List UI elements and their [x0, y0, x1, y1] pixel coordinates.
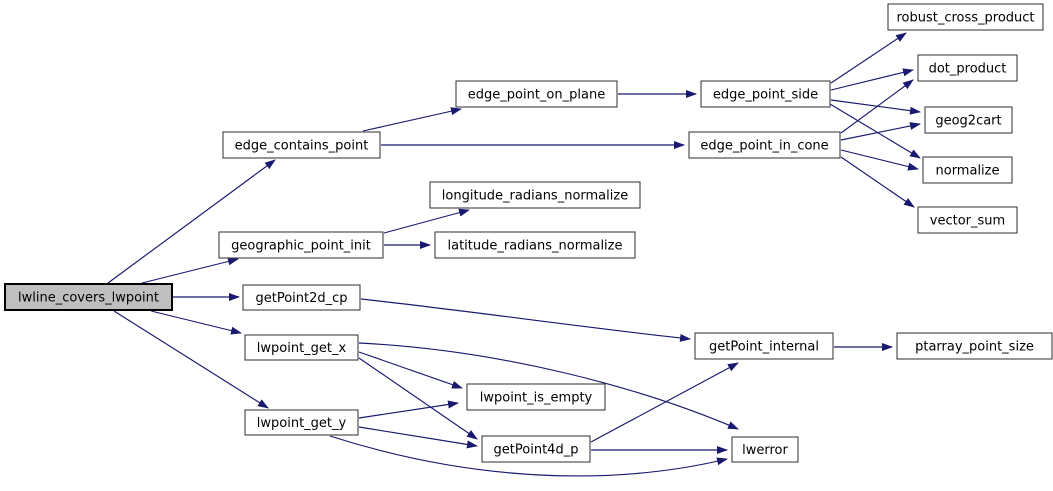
node-label: edge_point_on_plane [468, 88, 605, 103]
node-normalize[interactable]: normalize [922, 156, 1013, 184]
node-getPoint2d_cp[interactable]: getPoint2d_cp [242, 284, 361, 311]
node-box[interactable] [218, 231, 384, 259]
edge-edge_point_side-to-robust_cross_product [830, 32, 907, 84]
node-label: lwline_covers_lwpoint [18, 291, 159, 306]
edge-lwline_covers_lwpoint-to-edge_contains_point [107, 159, 276, 284]
node-dot_product[interactable]: dot_product [917, 54, 1018, 82]
node-box[interactable] [688, 131, 841, 159]
node-label: edge_point_side [713, 88, 818, 103]
node-box[interactable] [896, 332, 1053, 360]
node-latitude_radians_normalize[interactable]: latitude_radians_normalize [434, 231, 636, 259]
node-lwpoint_is_empty[interactable]: lwpoint_is_empty [466, 383, 606, 411]
edge-edge_point_in_cone-to-vector_sum [840, 156, 915, 208]
edge-lwline_covers_lwpoint-to-lwpoint_get_y [113, 310, 269, 409]
node-label: longitude_radians_normalize [442, 189, 628, 204]
node-label: getPoint2d_cp [255, 291, 347, 306]
node-box[interactable] [731, 436, 799, 463]
node-ptarray_point_size[interactable]: ptarray_point_size [896, 332, 1053, 360]
edge-lwpoint_get_x-to-lwerror [358, 342, 739, 430]
node-label: vector_sum [930, 214, 1005, 229]
node-label: lwpoint_get_x [257, 341, 347, 356]
edge-lwpoint_get_y-to-lwpoint_is_empty [358, 400, 459, 419]
edge-lwpoint_get_y-to-lwerror [329, 435, 728, 477]
node-geog2cart[interactable]: geog2cart [924, 106, 1013, 134]
node-label: dot_product [929, 62, 1007, 77]
edge-edge_point_side-to-normalize [829, 103, 921, 159]
node-box[interactable] [922, 156, 1013, 184]
node-label: geographic_point_init [231, 239, 371, 254]
node-box[interactable] [242, 284, 361, 311]
edge-lwpoint_get_x-to-lwpoint_is_empty [358, 351, 463, 389]
edge-getPoint2d_cp-to-getPoint_internal [360, 298, 691, 342]
node-box[interactable] [700, 80, 831, 108]
node-lwpoint_get_x[interactable]: lwpoint_get_x [244, 334, 359, 361]
edge-getPoint4d_p-to-getPoint_internal [590, 362, 739, 443]
edge-lwline_covers_lwpoint-to-geographic_point_init [141, 257, 239, 284]
edge-edge_point_in_cone-to-geog2cart [840, 122, 921, 141]
node-label: lwpoint_get_y [257, 416, 347, 431]
node-label: lwpoint_is_empty [480, 391, 593, 406]
node-label: getPoint4d_p [494, 443, 579, 458]
edge-lwline_covers_lwpoint-to-lwpoint_get_x [150, 310, 242, 335]
node-box[interactable] [887, 3, 1044, 31]
node-box[interactable] [924, 106, 1013, 134]
node-box[interactable] [434, 231, 636, 259]
edge-lwpoint_get_y-to-getPoint4d_p [358, 426, 478, 449]
node-box[interactable] [917, 206, 1018, 234]
node-box[interactable] [429, 181, 641, 209]
root-node-box [4, 283, 173, 311]
node-lwpoint_get_y[interactable]: lwpoint_get_y [244, 409, 359, 436]
node-box[interactable] [694, 332, 834, 360]
node-box[interactable] [481, 435, 591, 463]
node-label: edge_point_in_cone [700, 139, 828, 154]
node-label: normalize [936, 164, 1000, 179]
node-box[interactable] [466, 383, 606, 411]
node-getPoint_internal[interactable]: getPoint_internal [694, 332, 834, 360]
edge-edge_point_in_cone-to-normalize [840, 149, 919, 171]
edge-edge_point_side-to-dot_product [830, 68, 914, 91]
node-edge_contains_point[interactable]: edge_contains_point [222, 131, 381, 159]
node-longitude_radians_normalize[interactable]: longitude_radians_normalize [429, 181, 641, 209]
node-label: getPoint_internal [709, 340, 819, 355]
node-vector_sum[interactable]: vector_sum [917, 206, 1018, 234]
edge-lwpoint_get_x-to-getPoint4d_p [358, 357, 478, 440]
node-edge_point_in_cone[interactable]: edge_point_in_cone [688, 131, 841, 159]
node-box[interactable] [222, 131, 381, 159]
node-box[interactable] [455, 80, 618, 108]
node-geographic_point_init[interactable]: geographic_point_init [218, 231, 384, 259]
edge-edge_point_in_cone-to-dot_product [840, 79, 914, 134]
node-label: lwerror [742, 443, 788, 458]
node-box[interactable] [244, 334, 359, 361]
edge-edge_contains_point-to-edge_point_on_plane [362, 107, 462, 132]
node-robust_cross_product[interactable]: robust_cross_product [887, 3, 1044, 31]
node-box[interactable] [917, 54, 1018, 82]
node-label: edge_contains_point [235, 139, 369, 154]
node-label: robust_cross_product [896, 11, 1034, 26]
node-edge_point_on_plane[interactable]: edge_point_on_plane [455, 80, 618, 108]
node-label: latitude_radians_normalize [447, 239, 622, 254]
node-getPoint4d_p[interactable]: getPoint4d_p [481, 435, 591, 463]
node-label: geog2cart [935, 114, 1001, 129]
node-lwline_covers_lwpoint: lwline_covers_lwpoint [4, 283, 173, 311]
node-label: ptarray_point_size [915, 340, 1034, 355]
node-box[interactable] [244, 409, 359, 436]
node-lwerror[interactable]: lwerror [731, 436, 799, 463]
node-edge_point_side[interactable]: edge_point_side [700, 80, 831, 108]
edge-edge_point_side-to-geog2cart [830, 99, 921, 115]
edge-geographic_point_init-to-longitude_radians_normalize [383, 208, 470, 234]
